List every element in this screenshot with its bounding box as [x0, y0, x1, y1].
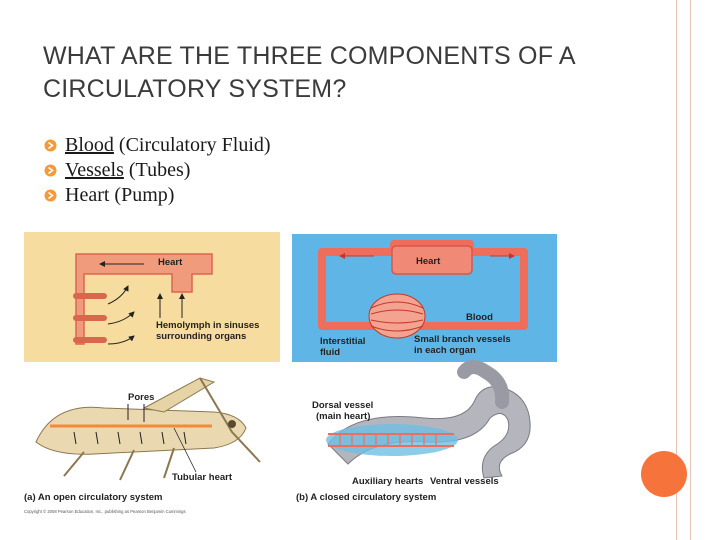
- blood-label: Blood: [466, 312, 493, 323]
- decor-orange-circle: [641, 451, 687, 497]
- grasshopper-illustration: [35, 377, 261, 481]
- open-flow-arrow: [107, 311, 135, 325]
- tubular-heart-label: Tubular heart: [172, 472, 233, 483]
- hemolymph-label: Hemolymph in sinuses: [156, 320, 259, 331]
- bullet-item: Vessels (Tubes): [44, 158, 271, 183]
- open-sinus-branch: [73, 293, 107, 343]
- interstitial-label: Interstitial: [320, 336, 365, 347]
- tubular-heart-pointer: [173, 427, 197, 473]
- open-flow-arrow: [107, 335, 135, 345]
- closed-heart: [391, 245, 473, 275]
- bullet-item: Heart (Pump): [44, 183, 271, 208]
- open-heart-vessel: [75, 253, 213, 345]
- interstitial-label: fluid: [320, 347, 340, 358]
- vessels-link[interactable]: Vessels: [65, 159, 124, 181]
- bullet-text: Heart (Pump): [65, 184, 175, 206]
- small-vessels-label: Small branch vessels: [414, 334, 511, 345]
- bullet-text: (Tubes): [123, 159, 191, 181]
- pores-label: Pores: [128, 392, 154, 403]
- bullet-disc-icon: [44, 139, 57, 152]
- bullet-list: Blood (Circulatory Fluid) Vessels (Tubes…: [44, 133, 271, 208]
- small-vessels-label: in each organ: [414, 345, 476, 356]
- bullet-item: Blood (Circulatory Fluid): [44, 133, 271, 158]
- blood-link[interactable]: Blood: [65, 134, 114, 156]
- open-system-caption: (a) An open circulatory system: [24, 492, 163, 503]
- bullet-disc-icon: [44, 164, 57, 177]
- closed-heart-label: Heart: [416, 256, 441, 267]
- hemolymph-label: surrounding organs: [156, 331, 246, 342]
- copyright-text: Copyright © 2008 Pearson Education, Inc.…: [24, 509, 186, 514]
- earthworm-illustration: [326, 360, 531, 479]
- capillary-vessel: [370, 301, 424, 332]
- capillary-bed: [368, 293, 426, 339]
- slide-title: WHAT ARE THE THREE COMPONENTS OF A CIRCU…: [43, 42, 575, 103]
- closed-system-caption: (b) A closed circulatory system: [296, 492, 436, 503]
- auxiliary-hearts-label: Auxiliary hearts: [352, 476, 423, 487]
- decor-line-left: [676, 0, 677, 540]
- dorsal-vessel-label: (main heart): [316, 411, 370, 422]
- circulatory-figure: Heart Hemolymph in sinuses surrounding o…: [24, 232, 557, 514]
- bullet-disc-icon: [44, 189, 57, 202]
- decor-line-right: [690, 0, 691, 540]
- open-heart-label: Heart: [158, 257, 183, 268]
- open-system-panel: [24, 232, 280, 362]
- closed-heart-vessel: [318, 240, 528, 330]
- dorsal-vessel-label: Dorsal vessel: [312, 400, 373, 411]
- ventral-vessels-label: Ventral vessels: [430, 476, 499, 487]
- open-flow-arrow: [107, 285, 129, 305]
- bullet-text: (Circulatory Fluid): [113, 134, 271, 156]
